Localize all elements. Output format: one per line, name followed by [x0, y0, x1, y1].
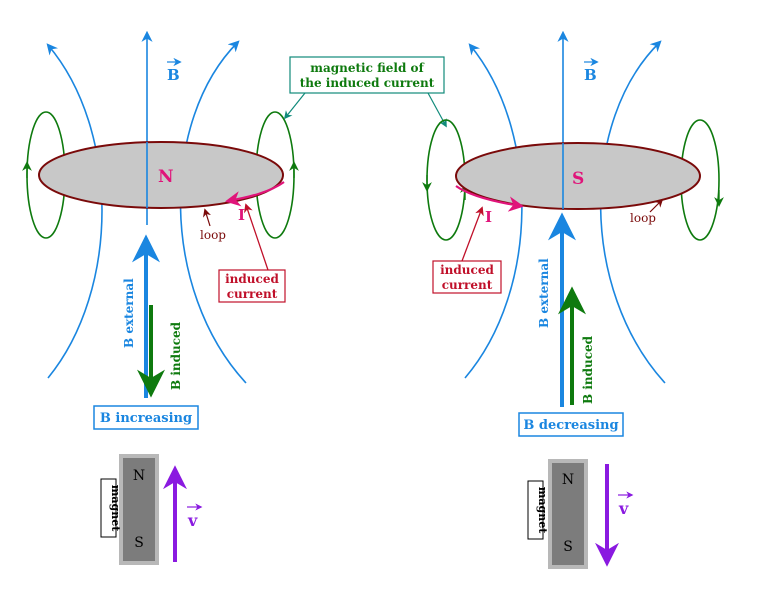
right-b-induced-label: B induced — [581, 335, 595, 404]
right-field-line-left — [464, 43, 523, 379]
right-loop-label: loop — [630, 211, 656, 225]
left-field-line-right — [179, 40, 247, 384]
left-induced-current-arc — [224, 181, 285, 207]
left-loop-pointer — [202, 208, 212, 227]
left-panel: N I loop induced current B external B in… — [22, 30, 299, 565]
induced-field-callout-line1: magnetic field of — [310, 61, 424, 75]
right-magnet-south: S — [563, 539, 573, 555]
left-induced-current-line1: induced — [225, 272, 279, 286]
left-magnet-label: magnet — [109, 485, 122, 532]
left-loop-label: loop — [200, 228, 226, 242]
right-b-change-box — [518, 412, 624, 437]
right-induced-current-box — [432, 260, 502, 294]
left-magnet-south: S — [134, 535, 144, 551]
left-magnet — [119, 454, 159, 565]
left-field-line-left — [46, 43, 103, 379]
left-induced-current-line2: current — [227, 287, 278, 301]
induced-field-callout-line2: the induced current — [300, 76, 435, 90]
right-induced-current-line1: induced — [440, 263, 494, 277]
left-pole-label: N — [158, 167, 174, 187]
left-current-label: I — [238, 206, 245, 224]
right-magnet-tag — [527, 480, 544, 540]
right-magnet-north: N — [562, 472, 574, 488]
left-b-external-label: B external — [122, 278, 136, 348]
left-b-label: B — [167, 66, 180, 84]
left-velocity-label: v — [187, 511, 198, 530]
left-induced-current-pointer — [244, 203, 269, 271]
right-panel: S I loop induced current B external B in… — [422, 30, 724, 569]
left-b-change-label: B increasing — [100, 411, 192, 426]
left-conducting-loop — [38, 141, 284, 209]
left-b-change-box — [93, 405, 199, 430]
right-b-external-label: B external — [537, 258, 551, 328]
induced-field-callout: magnetic field of the induced current — [283, 56, 447, 128]
right-velocity-label: v — [618, 499, 629, 518]
right-magnet-label: magnet — [536, 487, 549, 534]
left-b-induced-label: B induced — [169, 321, 183, 390]
right-pole-label: S — [572, 169, 584, 189]
right-current-label: I — [485, 208, 492, 226]
right-b-label: B — [584, 66, 597, 84]
right-b-change-label: B decreasing — [523, 418, 618, 433]
induced-field-callout-box — [289, 56, 445, 94]
right-conducting-loop — [455, 142, 701, 210]
right-induced-current-line2: current — [442, 278, 493, 292]
right-induced-current-pointer — [461, 206, 484, 262]
right-loop-pointer — [649, 198, 664, 213]
left-induced-current-box — [218, 269, 286, 303]
induced-field-pointer-left — [283, 92, 306, 120]
right-magnet — [548, 459, 588, 569]
left-magnet-north: N — [133, 468, 145, 484]
right-induced-current-arc — [455, 185, 525, 212]
left-magnet-tag — [100, 478, 117, 538]
